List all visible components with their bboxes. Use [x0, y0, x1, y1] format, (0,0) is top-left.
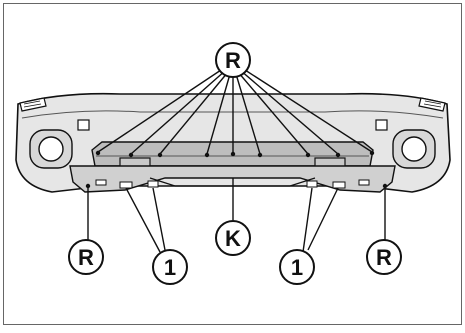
callout-r-left: R	[68, 239, 104, 275]
right-fog-lamp	[401, 136, 427, 162]
callout-k-center-label: K	[225, 226, 241, 251]
underbody-slot	[119, 181, 133, 189]
callout-r-top: R	[215, 42, 251, 78]
callout-k-center: K	[215, 220, 251, 256]
callout-one-left: 1	[152, 249, 188, 285]
diagram-border	[3, 3, 462, 325]
underbody-slot	[306, 180, 318, 188]
right-sensor	[375, 119, 388, 131]
callout-r-left-label: R	[78, 245, 94, 270]
underbody-slot	[332, 181, 346, 189]
callout-r-top-label: R	[225, 48, 241, 73]
leader-lines-r-top	[97, 67, 373, 155]
left-fog-lamp	[38, 136, 64, 162]
leader-lines-bottom	[87, 178, 386, 253]
callout-r-right: R	[366, 239, 402, 275]
underbody-slot	[147, 180, 159, 188]
left-sensor	[77, 119, 90, 131]
underbody-slot	[358, 179, 370, 186]
callout-one-right-label: 1	[291, 255, 303, 280]
underbody-slot	[95, 179, 107, 186]
underbody-panel	[69, 165, 396, 193]
callout-one-right: 1	[279, 249, 315, 285]
callout-one-left-label: 1	[164, 255, 176, 280]
callout-r-right-label: R	[376, 245, 392, 270]
